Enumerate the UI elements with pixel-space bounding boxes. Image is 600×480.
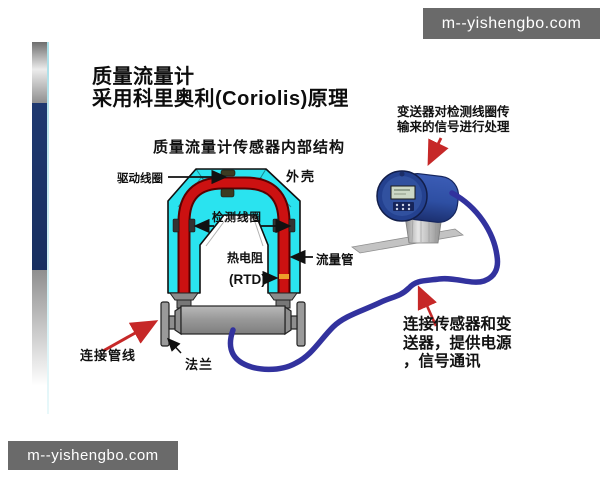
transmitter-buttons [395,203,411,211]
diagram-subtitle: 质量流量计传感器内部结构 [153,139,346,156]
flow-tube [179,178,289,296]
flange-arrow [166,337,182,354]
transmitter-note-line-1: 变送器对检测线圈传 [397,105,510,119]
signal-cable [227,190,501,373]
transmitter-top-nub [399,171,405,177]
page-title: 质量流量计 采用科里奥利(Coriolis)原理 [92,66,349,110]
flow-tube-label: 流量管 [316,253,354,267]
transmitter-note-line-2: 输来的信号进行处理 [397,120,510,134]
cable-note-line-1: 连接传感器和变 [403,316,512,333]
drive-coil-label: 驱动线圈 [117,173,163,185]
transmitter-note: 变送器对检测线圈传 输来的信号进行处理 [397,105,510,135]
annotation-arrows [102,137,449,353]
housing-label: 外壳 [286,169,317,184]
title-line-2: 采用科里奥利(Coriolis)原理 [92,88,349,110]
transmitter-display [390,185,416,200]
rtd-marker [279,274,289,279]
rtd-abbr-label: (RTD) [229,272,266,287]
transmitter-note-arrow [427,137,449,167]
watermark-top-right: m--yishengbo.com [423,8,600,39]
sensor-housing [167,168,301,294]
watermark-text: m--yishengbo.com [441,14,582,32]
cable-note-line-2: 送器，提供电源 [403,334,512,352]
label-arrows [166,169,313,354]
rtd-label: 热电阻 [227,251,264,265]
cable-note-line-3: ，信号通讯 [403,353,481,370]
sidebar-accent-top [32,42,47,103]
pipeline-arrow [102,320,159,353]
watermark-bottom-left: m--yishengbo.com [8,441,178,470]
tube-feet [169,292,298,309]
flange-right [296,301,306,347]
cable-note-arrow [417,285,438,327]
housing-facet-line [205,218,264,247]
flange-label: 法兰 [185,357,214,372]
sidebar-accent-fade [32,270,47,392]
transmitter-device [376,170,460,244]
sidebar-accent-navy [32,103,47,270]
pipeline-label: 连接管线 [80,348,137,363]
cable-note: 连接传感器和变 送器，提供电源 ，信号通讯 [403,316,512,372]
watermark-text: m--yishengbo.com [27,447,159,464]
detect-coil-label: 检测线圈 [212,212,262,224]
sidebar-accent-edge [47,42,49,414]
title-line-1: 质量流量计 [92,66,195,88]
flange-left [160,301,170,347]
